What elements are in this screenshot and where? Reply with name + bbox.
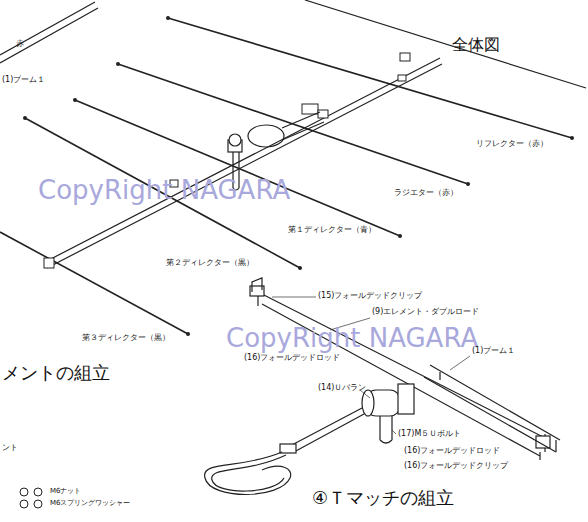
- element-label: 第１ディレクター（青）: [288, 226, 376, 235]
- part-label: (16)フォールデッドロッド: [404, 447, 500, 456]
- section-title: ント: [2, 444, 18, 453]
- antenna-overview: [0, 0, 586, 334]
- part-label: (16)フォールデッドロッド: [244, 354, 340, 363]
- part-label: (14)Ｕバラン: [318, 384, 366, 393]
- part-label: (1)ブーム１: [472, 347, 515, 356]
- part-label: (16)フォールデッドクリップ: [404, 462, 508, 471]
- element-label: 第２ディレクター（黒）: [166, 259, 254, 268]
- part-label: (17)M５Ｕボルト: [398, 430, 461, 439]
- element-clamps: [44, 53, 410, 268]
- leader-lines: [272, 297, 470, 434]
- hardware-label: M6スプリングワッシャー: [50, 500, 131, 508]
- watermark: CopyRight NAGARA: [38, 176, 290, 205]
- part-label: (1)ブーム１: [2, 76, 45, 85]
- element-label: 第３ディレクター（黒）: [82, 334, 170, 343]
- hardware-label: M6ナット: [50, 488, 82, 496]
- watermark: CopyRight NAGARA: [226, 324, 478, 353]
- part-label: (15)フォールデッドクリップ: [318, 292, 422, 301]
- element-label: ラジエター（赤）: [394, 189, 458, 198]
- element-label: リフレクター（赤）: [476, 140, 548, 149]
- section-title: メントの組立: [2, 363, 110, 383]
- color-mark: 赤: [16, 40, 24, 49]
- part-label: (9)エレメント・ダブルロード: [372, 308, 479, 317]
- t-match-detail: [205, 278, 560, 495]
- element-tips: [23, 16, 574, 336]
- view-title: 全体図: [452, 36, 500, 54]
- hardware-icons: [20, 488, 42, 508]
- section-title: ④Ｔマッチの組立: [312, 488, 454, 508]
